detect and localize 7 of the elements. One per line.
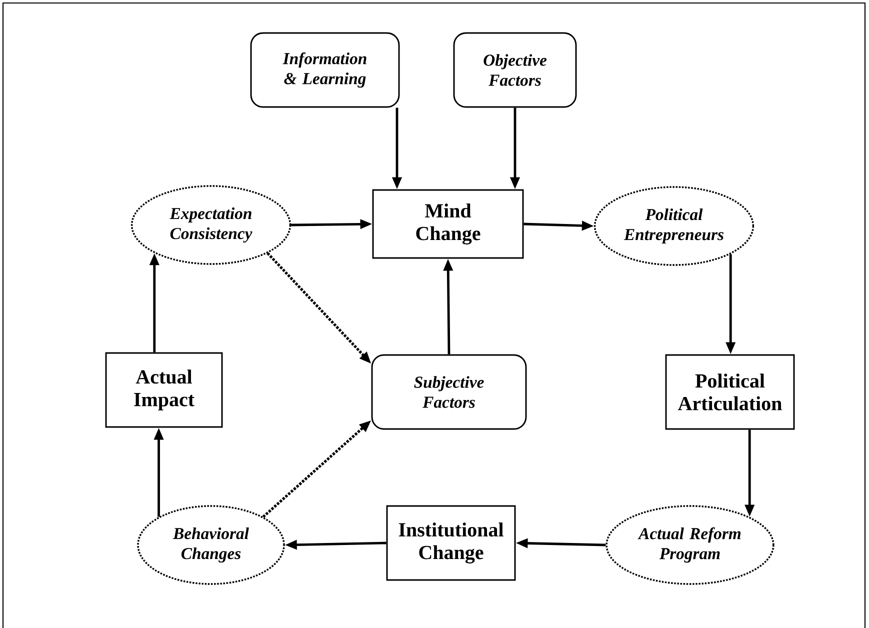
process-box: Actual Impact	[105, 352, 223, 428]
process-box: Mind Change	[372, 189, 524, 259]
process-box: Institutional Change	[386, 505, 516, 581]
rounded-box: Subjective Factors	[371, 354, 527, 430]
rounded-box: Objective Factors	[453, 32, 577, 108]
process-box: Political Articulation	[665, 354, 795, 430]
rounded-box: Information & Learning	[250, 32, 400, 108]
